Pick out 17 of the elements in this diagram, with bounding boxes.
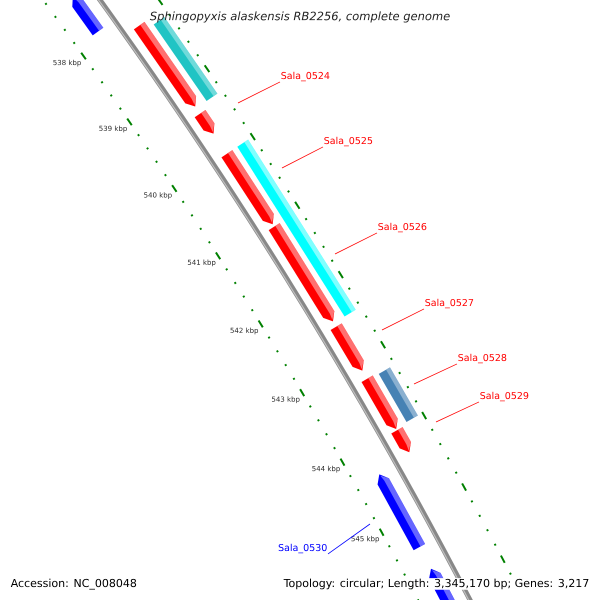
genome-info-text: Topology: circular; Length: 3,345,170 bp; Genes: 3,217	[283, 578, 590, 590]
leader-line	[436, 402, 480, 422]
gene-label: Sala_0528	[458, 354, 506, 364]
gene-label: Sala_0530	[278, 544, 327, 554]
gene-label: Sala_0524	[281, 72, 330, 82]
leader-line	[328, 524, 370, 554]
leader-line	[382, 308, 424, 330]
gene-label: Sala_0527	[425, 298, 474, 308]
leader-line	[414, 364, 458, 384]
gene-label: Sala_0525	[324, 136, 372, 146]
gene-label: Sala_0529	[480, 392, 528, 402]
leader-line	[334, 232, 378, 254]
leader-line	[282, 146, 324, 168]
gene-label: Sala_0526	[378, 222, 426, 232]
leader-line	[238, 82, 280, 104]
accession-text: Accession: NC_008048	[10, 578, 136, 590]
title: Sphingopyxis alaskensis RB2256, complete genome	[150, 11, 450, 23]
